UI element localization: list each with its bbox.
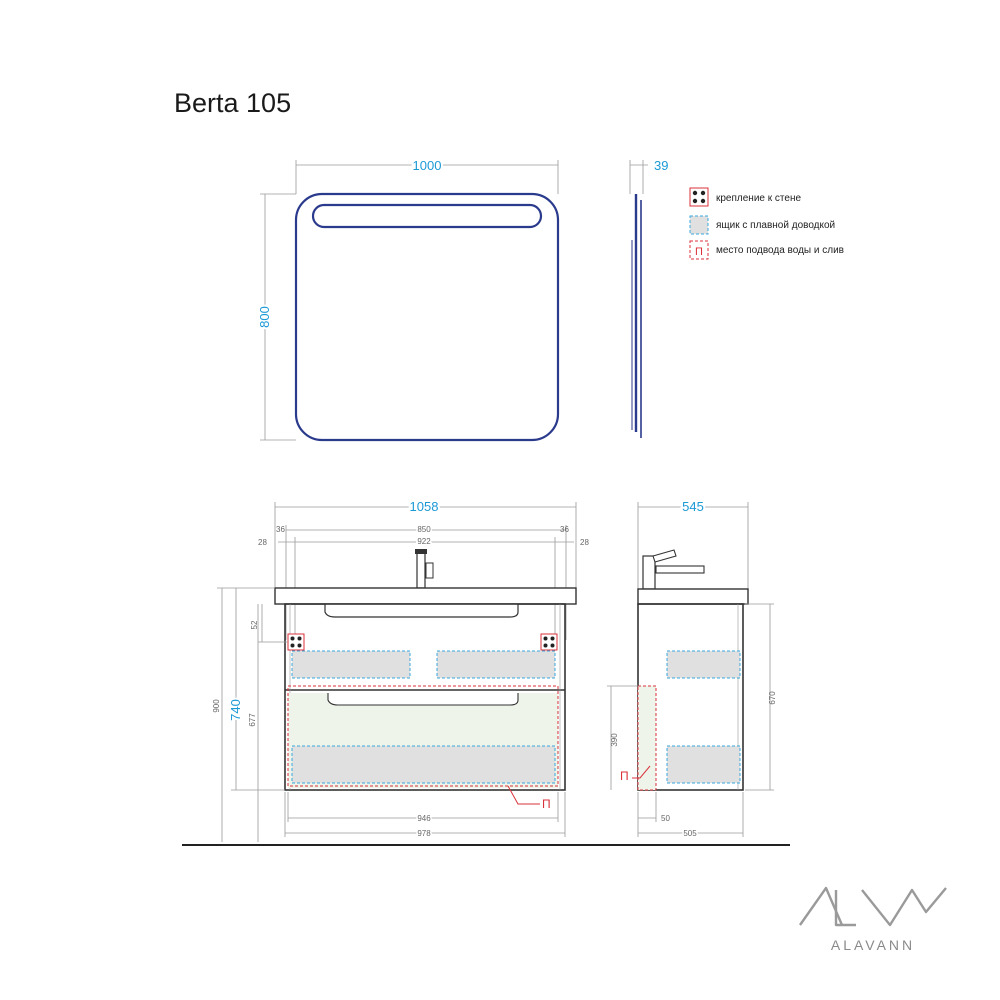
mirror-height-dimension: 800 — [255, 193, 296, 441]
faucet-side-icon — [642, 549, 705, 590]
side-supply-390: 390 — [610, 733, 619, 747]
legend-item-wall-mount: крепление к стене — [689, 187, 801, 207]
basin-top — [274, 587, 577, 605]
basin-bowl-edge — [324, 604, 519, 618]
side-depth-505: 505 — [683, 829, 697, 838]
mirror-side-view: 39 — [629, 158, 668, 438]
legend-item-water: П место подвода воды и слив — [689, 240, 844, 260]
faucet-icon — [415, 549, 434, 589]
lower-drawer-box — [291, 745, 556, 784]
legend-label-drawer: ящик с плавной доводкой — [716, 220, 835, 231]
offset-36-left: 36 — [276, 525, 285, 534]
water-supply-zone — [287, 685, 559, 787]
inner-922-label: 922 — [417, 537, 431, 546]
height-677-label: 677 — [248, 713, 257, 727]
inner-850-label: 850 — [417, 525, 431, 534]
mirror-width-label: 1000 — [413, 158, 442, 173]
legend: крепление к стене ящик с плавной доводко… — [689, 187, 844, 260]
side-water-supply-zone — [637, 685, 657, 791]
legend-label-water: место подвода воды и слив — [716, 245, 844, 256]
wall-mount-icon — [689, 187, 709, 207]
height-740-label: 740 — [228, 699, 243, 721]
legend-item-drawer: ящик с плавной доводкой — [689, 215, 835, 235]
offset-36-right: 36 — [560, 525, 569, 534]
side-upper-drawer — [666, 650, 741, 679]
mirror-outline — [294, 192, 560, 442]
mirror-front-view — [294, 192, 560, 442]
mount-height-52: 52 — [250, 620, 259, 629]
side-offset-50: 50 — [661, 814, 670, 823]
wall-mount-left-icon — [287, 633, 305, 651]
wall-mount-right-icon — [540, 633, 558, 651]
upper-drawer-left — [291, 650, 411, 679]
cabinet-front-view: 1058 36 850 36 28 922 28 — [211, 497, 589, 842]
bottom-978-label: 978 — [417, 829, 431, 838]
side-lower-drawer — [666, 745, 741, 784]
offset-28-left: 28 — [258, 538, 267, 547]
water-supply-icon — [689, 240, 709, 260]
side-top — [637, 588, 749, 605]
drawer-handle-recess — [327, 693, 519, 706]
upper-drawer-right — [436, 650, 556, 679]
cabinet-body — [284, 603, 566, 791]
brand-name: ALAVANN — [831, 937, 915, 953]
supply-marker-side: П — [620, 769, 629, 783]
water-supply-symbol: П — [695, 246, 703, 258]
brand-logo: ALAVANN — [799, 886, 947, 953]
page-title: Berta 105 — [174, 88, 291, 118]
mirror-depth-label: 39 — [654, 158, 668, 173]
mirror-width-dimension: 1000 — [295, 156, 559, 194]
height-900-label: 900 — [212, 699, 221, 713]
soft-close-drawer-icon — [689, 215, 709, 235]
side-height-670: 670 — [768, 691, 777, 705]
cabinet-width-label: 1058 — [410, 499, 439, 514]
offset-28-right: 28 — [580, 538, 589, 547]
side-depth-label: 545 — [682, 499, 704, 514]
cabinet-side-view: 545 П 670 390 50 505 — [607, 497, 777, 840]
mirror-height-label: 800 — [257, 306, 272, 328]
supply-marker-front: П — [542, 797, 551, 811]
bottom-946-label: 946 — [417, 814, 431, 823]
mirror-light-strip — [311, 203, 543, 229]
legend-label-wall-mount: крепление к стене — [716, 193, 801, 204]
